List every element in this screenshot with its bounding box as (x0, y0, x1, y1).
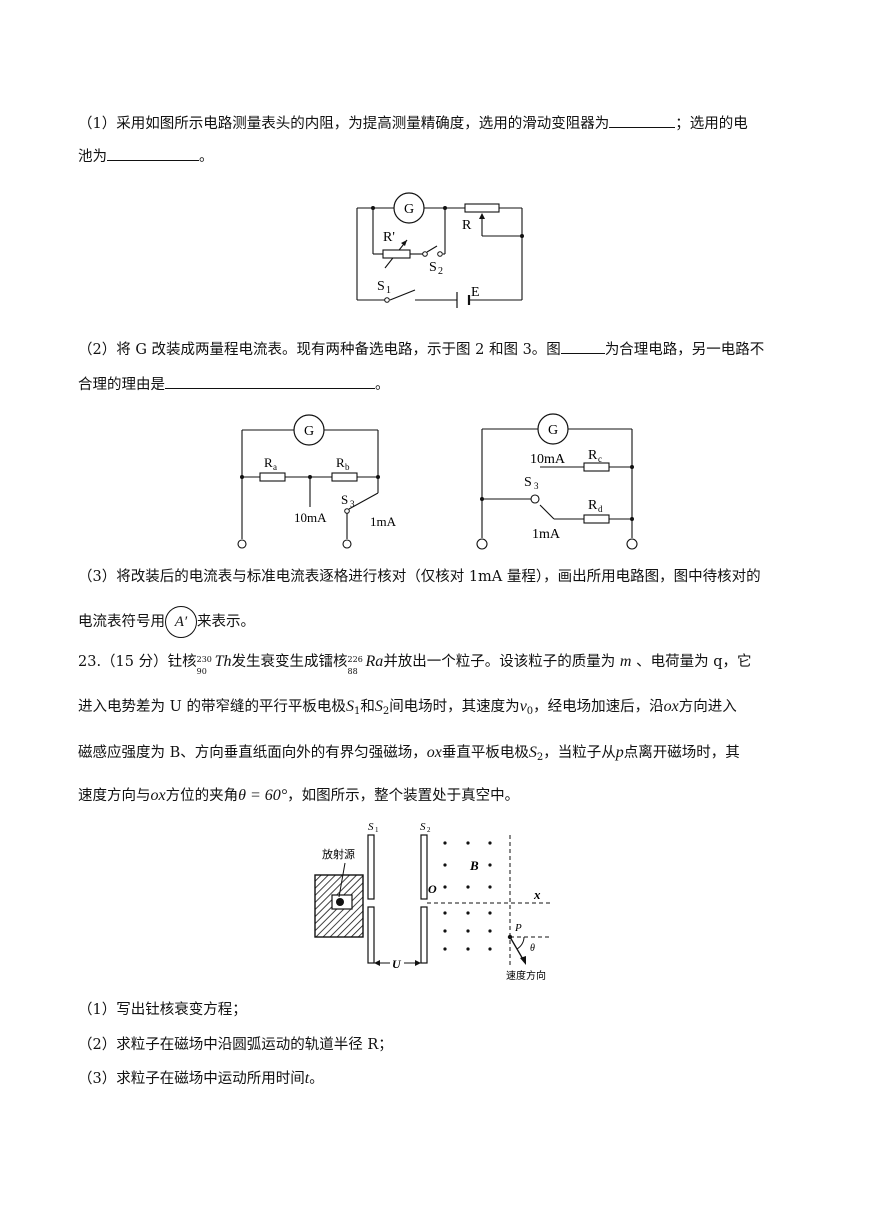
q23-text-1a: 23.（15 分）钍核 (78, 654, 197, 670)
sub-question-2: （2）求粒子在磁场中沿圆弧运动的轨道半径 R； (78, 1037, 393, 1053)
circuit-figure-2: G R a R b S 3 10mA 1mA (237, 414, 397, 549)
q23-text-1c: 并放出一个粒子。设该粒子的质量为 (383, 654, 616, 670)
circuit-figure-1: G R R' S 2 S 1 E (356, 192, 524, 308)
svg-text:1: 1 (386, 285, 391, 296)
q23-line4: 速度方向与ox方位的夹角θ = 60°，如图所示，整个装置处于真空中。 (78, 787, 520, 804)
svg-text:P: P (514, 922, 522, 934)
resistor-Rc (583, 462, 610, 472)
svg-text:G: G (404, 202, 414, 217)
svg-text:10mA: 10mA (294, 510, 327, 525)
svg-text:R': R' (383, 230, 395, 245)
q2-text-d: 。 (375, 377, 390, 393)
galvanometer-icon (293, 414, 325, 446)
svg-text:速度方向: 速度方向 (506, 969, 546, 982)
q1-text-a: （1）采用如图所示电路测量表头的内阻，为提高测量精确度，选用的滑动变阻器为 (78, 116, 610, 132)
svg-text:3: 3 (534, 481, 539, 491)
rheostat-R (464, 203, 500, 213)
svg-text:S: S (420, 821, 426, 833)
galvanometer-icon (393, 192, 425, 224)
svg-text:放射源: 放射源 (322, 847, 355, 861)
svg-text:1mA: 1mA (370, 514, 397, 529)
q23-line3: 磁感应强度为 B、方向垂直纸面向外的有界匀强磁场，ox垂直平板电极S2，当粒子从… (78, 744, 740, 763)
plate-S2-bottom (420, 906, 428, 964)
q2-line2: 合理的理由是 。 (78, 374, 390, 395)
resistor-Rb (331, 472, 358, 482)
circuit-figure-3: G R c R d S 3 10mA 1mA (476, 413, 638, 550)
mass-symbol: m (619, 653, 632, 670)
svg-text:x: x (533, 887, 541, 902)
plate-S1-top (367, 834, 375, 900)
galvanometer-icon (537, 413, 569, 445)
svg-text:O: O (428, 882, 437, 896)
q23-line2: 进入电势差为 U 的带窄缝的平行平板电极S1和S2间电场时，其速度为v0，经电场… (78, 698, 737, 717)
q2-text-c: 合理的理由是 (78, 377, 165, 393)
q1-text-c: 池为 (78, 149, 107, 165)
answer-blank-reason[interactable] (165, 374, 375, 389)
radium-symbol: Ra (365, 653, 384, 670)
sub-question-1: （1）写出钍核衰变方程； (78, 1002, 247, 1018)
q1-text-b: ；选用的电 (675, 116, 748, 132)
answer-blank-figure[interactable] (560, 339, 605, 354)
q2-text-b: 为合理电路，另一电路不 (604, 342, 765, 358)
svg-text:B: B (469, 858, 479, 873)
svg-text:d: d (598, 504, 603, 514)
svg-text:S: S (429, 260, 437, 275)
q23-text-1b: 发生衰变生成镭核 (231, 654, 348, 670)
resistor-Rd (583, 514, 610, 524)
svg-text:R: R (336, 455, 345, 470)
svg-text:3: 3 (350, 499, 355, 509)
svg-text:R: R (588, 448, 598, 463)
q23-text-2a: 进入电势差为 U 的带窄缝的平行平板电极 (78, 699, 346, 715)
svg-text:G: G (304, 424, 314, 439)
svg-text:1mA: 1mA (532, 527, 561, 542)
q3-line1: （3）将改装后的电流表与标准电流表逐格进行核对（仅核对 1mA 量程），画出所用… (78, 569, 761, 585)
svg-text:b: b (345, 462, 350, 472)
svg-text:10mA: 10mA (530, 452, 566, 467)
svg-text:2: 2 (438, 266, 443, 277)
time-symbol: t (304, 1070, 310, 1087)
q2-text-a: （2）将 G 改装成两量程电流表。现有两种备选电路，示于图 2 和图 3。图 (78, 342, 561, 358)
angle-equation: θ = 60° (238, 787, 288, 804)
ammeter-symbol: A′ (165, 606, 197, 638)
q23-text-1d: 、电荷量为 q，它 (636, 654, 752, 670)
answer-blank-battery[interactable] (107, 146, 199, 161)
resistor-R-prime (382, 249, 411, 259)
svg-text:c: c (598, 454, 602, 464)
magnetic-field-figure: 放射源 S 1 S 2 B O x P θ U 速度方向 (314, 821, 550, 982)
svg-text:R: R (264, 455, 273, 470)
svg-text:S: S (341, 492, 348, 507)
svg-text:S: S (377, 279, 385, 294)
answer-blank-rheostat[interactable] (609, 113, 676, 128)
q2-line1: （2）将 G 改装成两量程电流表。现有两种备选电路，示于图 2 和图 3。图 为合… (78, 339, 764, 360)
q1-text-d: 。 (199, 149, 214, 165)
svg-text:S: S (368, 821, 374, 833)
svg-text:θ: θ (530, 943, 535, 954)
svg-text:1: 1 (375, 826, 379, 834)
svg-text:2: 2 (427, 826, 431, 834)
sub-question-3: （3）求粒子在磁场中运动所用时间t。 (78, 1070, 324, 1087)
svg-text:a: a (273, 462, 277, 472)
plate-S1-bottom (367, 906, 375, 964)
svg-text:S: S (524, 475, 532, 490)
svg-text:G: G (548, 423, 558, 438)
q1-line2: 池为 。 (78, 146, 214, 167)
svg-text:R: R (588, 498, 598, 513)
plate-S2-top (420, 834, 428, 900)
q3-text-b: 来表示。 (197, 614, 255, 630)
resistor-Ra (259, 472, 286, 482)
q3-text-a: 电流表符号用 (78, 614, 165, 630)
svg-text:U: U (392, 957, 402, 971)
svg-text:R: R (462, 218, 472, 233)
svg-text:E: E (471, 285, 480, 300)
thorium-symbol: Th (214, 653, 232, 670)
q1-line1: （1）采用如图所示电路测量表头的内阻，为提高测量精确度，选用的滑动变阻器为 ；选用… (78, 113, 748, 134)
